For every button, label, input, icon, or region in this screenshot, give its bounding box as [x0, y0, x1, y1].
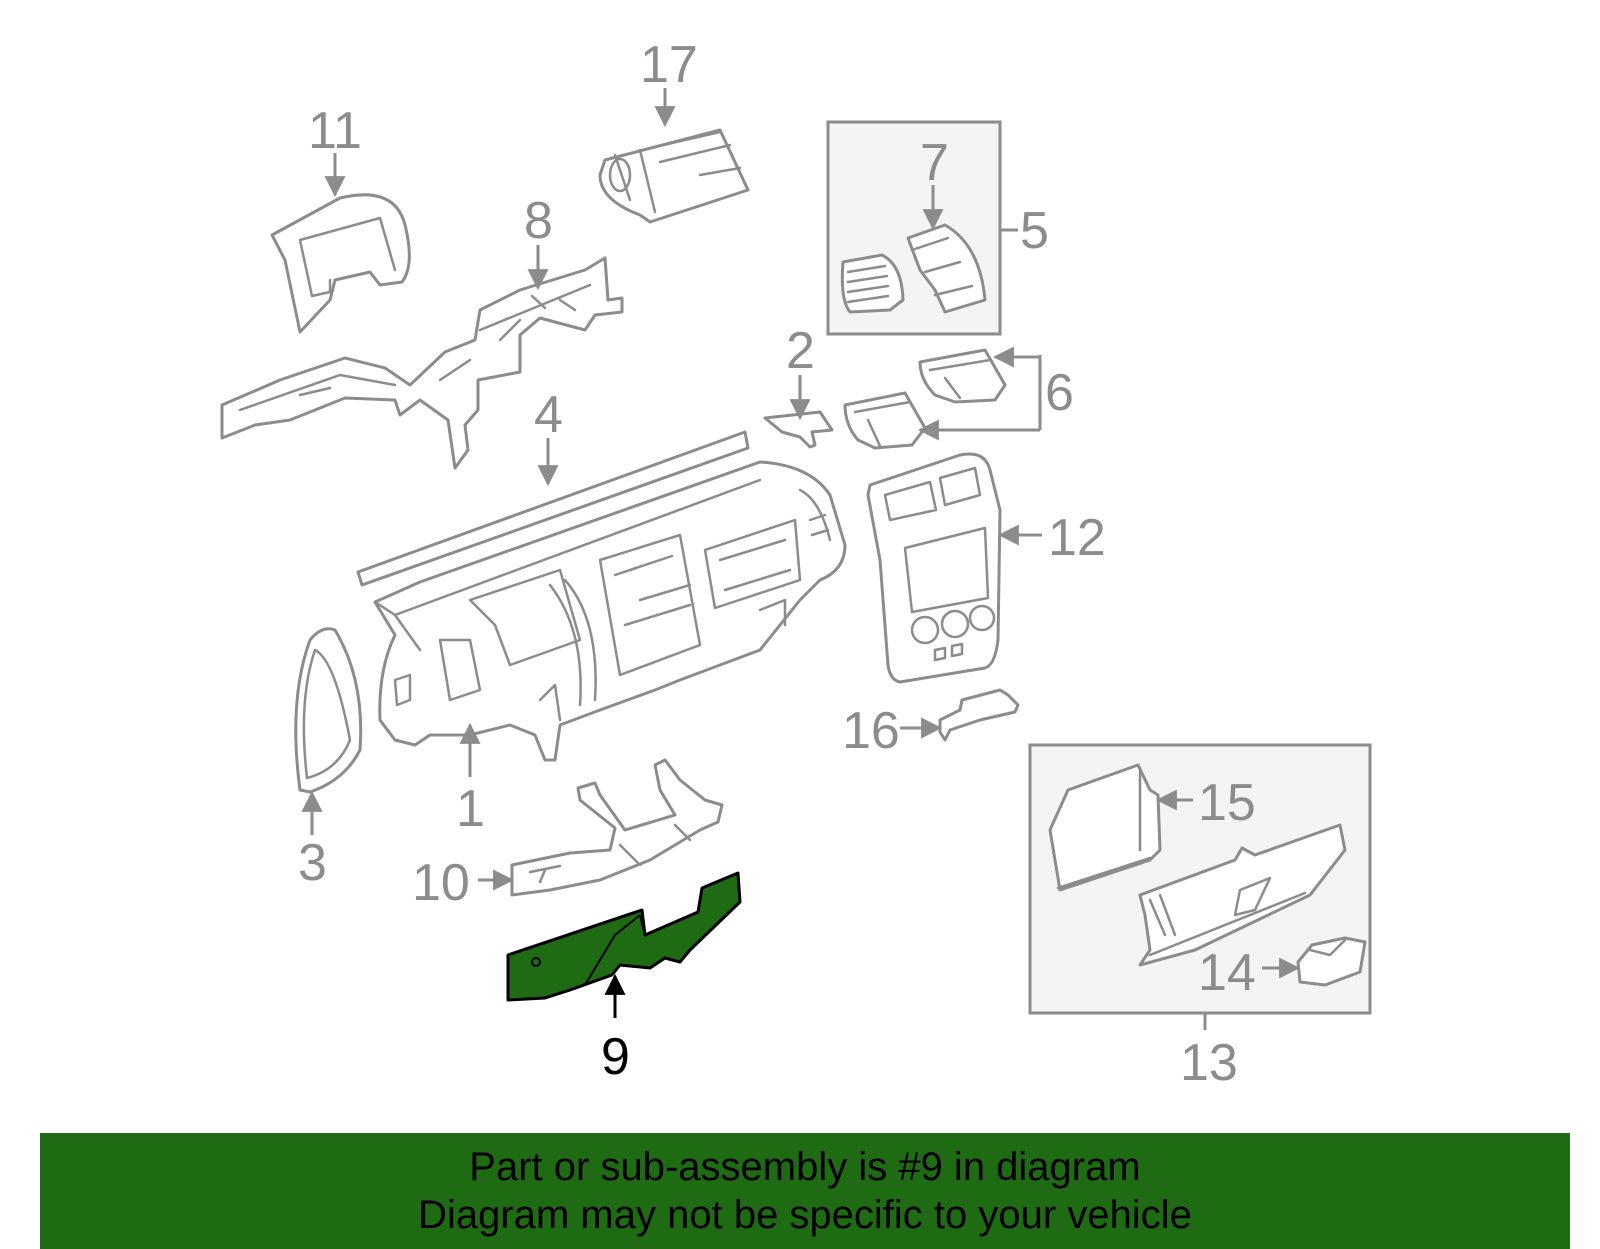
part-1-instrument-panel[interactable] [373, 460, 847, 762]
part-17-airbag-module[interactable] [598, 128, 750, 224]
callout-16: 16 [842, 702, 900, 760]
callout-2: 2 [786, 322, 815, 380]
part-3-end-cap[interactable] [294, 627, 363, 794]
callout-1: 1 [456, 780, 485, 838]
part-5-vent-assembly-box[interactable] [826, 120, 1002, 336]
banner-line-2: Diagram may not be specific to your vehi… [418, 1193, 1192, 1237]
callout-3: 3 [298, 834, 327, 892]
callout-11: 11 [308, 102, 362, 160]
part-12-center-bezel[interactable] [866, 452, 1002, 684]
callout-6: 6 [1045, 364, 1074, 422]
callout-12: 12 [1048, 509, 1106, 567]
part-13-glove-box-assembly[interactable] [1028, 743, 1372, 1015]
callout-17: 17 [640, 36, 698, 94]
callout-8: 8 [524, 192, 553, 250]
part-11-cluster-bezel[interactable] [270, 193, 411, 334]
callout-14: 14 [1198, 944, 1256, 1002]
callout-10: 10 [412, 854, 470, 912]
part-16-small-bracket[interactable] [938, 688, 1020, 742]
part-2-bracket[interactable] [763, 410, 834, 449]
callout-4: 4 [534, 386, 563, 444]
part-8-reinforcement-bar[interactable] [220, 256, 624, 470]
callout-9: 9 [601, 1028, 630, 1086]
callout-5: 5 [1020, 202, 1049, 260]
callout-7: 7 [920, 134, 949, 192]
part-9-knee-bolster[interactable] [506, 871, 742, 1002]
part-10-lower-bracket[interactable] [510, 758, 724, 897]
part-4-defroster-strip[interactable] [356, 430, 750, 587]
callout-13: 13 [1180, 1034, 1238, 1092]
callout-15: 15 [1198, 774, 1256, 832]
info-banner: Part or sub-assembly is #9 in diagram Di… [40, 1133, 1570, 1249]
banner-line-1: Part or sub-assembly is #9 in diagram [469, 1145, 1141, 1189]
part-6-side-vents[interactable] [843, 348, 1007, 450]
